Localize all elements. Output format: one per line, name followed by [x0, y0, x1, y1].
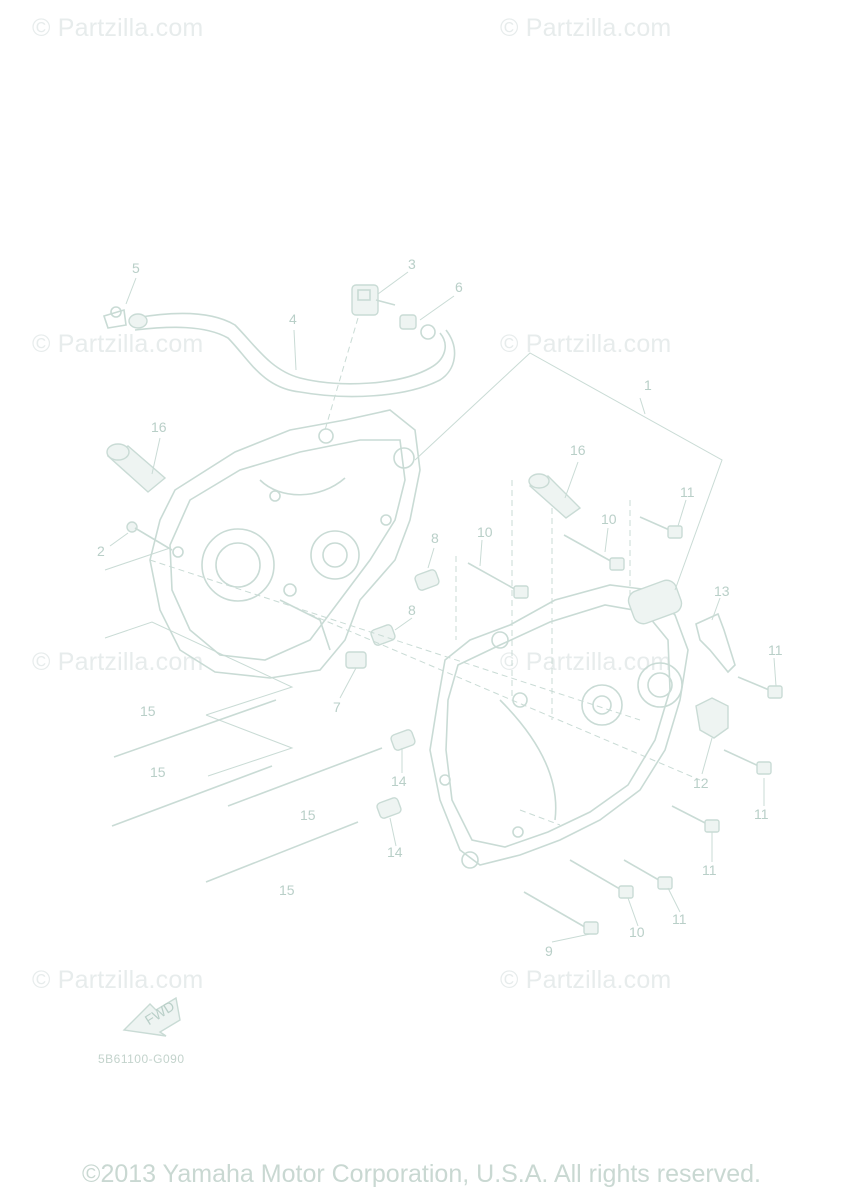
- drain-plug: [345, 651, 367, 669]
- callout-11: 11: [672, 911, 687, 927]
- callout-14: 14: [387, 844, 403, 860]
- callout-11: 11: [680, 484, 695, 500]
- callout-11: 11: [754, 806, 769, 822]
- callout-11: 11: [702, 862, 717, 878]
- callout-16: 16: [151, 419, 167, 435]
- watermark: © Partzilla.com: [32, 330, 204, 358]
- callout-1: 1: [644, 377, 652, 393]
- stud-bracket: [104, 547, 294, 777]
- callout-4: 4: [289, 311, 297, 327]
- watermark: © Partzilla.com: [500, 14, 672, 42]
- breather-hose-assembly: [102, 284, 456, 431]
- callout-15: 15: [150, 764, 166, 780]
- callout-8: 8: [431, 530, 439, 546]
- callout-labels: 1 2 3 4 5 6 7 8 8 9 10 10 10 11 11 11 11…: [97, 256, 783, 959]
- assembly-bracket: [414, 352, 723, 591]
- bolt: [126, 521, 173, 551]
- callout-16: 16: [570, 442, 586, 458]
- callout-3: 3: [408, 256, 416, 272]
- crankcase-bolt: [467, 516, 783, 935]
- callout-12: 12: [693, 775, 709, 791]
- callout-6: 6: [455, 279, 463, 295]
- callout-10: 10: [477, 524, 493, 540]
- right-crankcase: [429, 584, 689, 869]
- watermark: © Partzilla.com: [32, 648, 204, 676]
- dowel-pin: [376, 729, 416, 819]
- watermark: © Partzilla.com: [500, 330, 672, 358]
- callout-10: 10: [629, 924, 645, 940]
- watermark: © Partzilla.com: [500, 966, 672, 994]
- callout-15: 15: [300, 807, 316, 823]
- callout-14: 14: [391, 773, 407, 789]
- callout-5: 5: [132, 260, 140, 276]
- watermark: © Partzilla.com: [32, 966, 204, 994]
- callout-15: 15: [140, 703, 156, 719]
- alignment-line: [149, 480, 701, 781]
- callout-7: 7: [333, 699, 341, 715]
- dowel-pin: [106, 443, 167, 493]
- callout-2: 2: [97, 543, 105, 559]
- callout-13: 13: [714, 583, 730, 599]
- callout-9: 9: [545, 943, 553, 959]
- diagram-code: 5B61100-G090: [98, 1052, 185, 1066]
- stud-bolt: [111, 699, 383, 883]
- bearing-collar: [627, 579, 683, 625]
- callout-11: 11: [768, 642, 783, 658]
- watermark: © Partzilla.com: [32, 14, 204, 42]
- forward-arrow-icon: FWD: [122, 996, 181, 1037]
- dowel-pin: [370, 569, 440, 646]
- dowel-pin: [528, 473, 582, 519]
- callout-8: 8: [408, 602, 416, 618]
- callout-10: 10: [601, 511, 617, 527]
- callout-15: 15: [279, 882, 295, 898]
- hose-clamp: [695, 612, 736, 739]
- leader-lines: [109, 271, 777, 943]
- copyright-notice: ©2013 Yamaha Motor Corporation, U.S.A. A…: [82, 1160, 761, 1188]
